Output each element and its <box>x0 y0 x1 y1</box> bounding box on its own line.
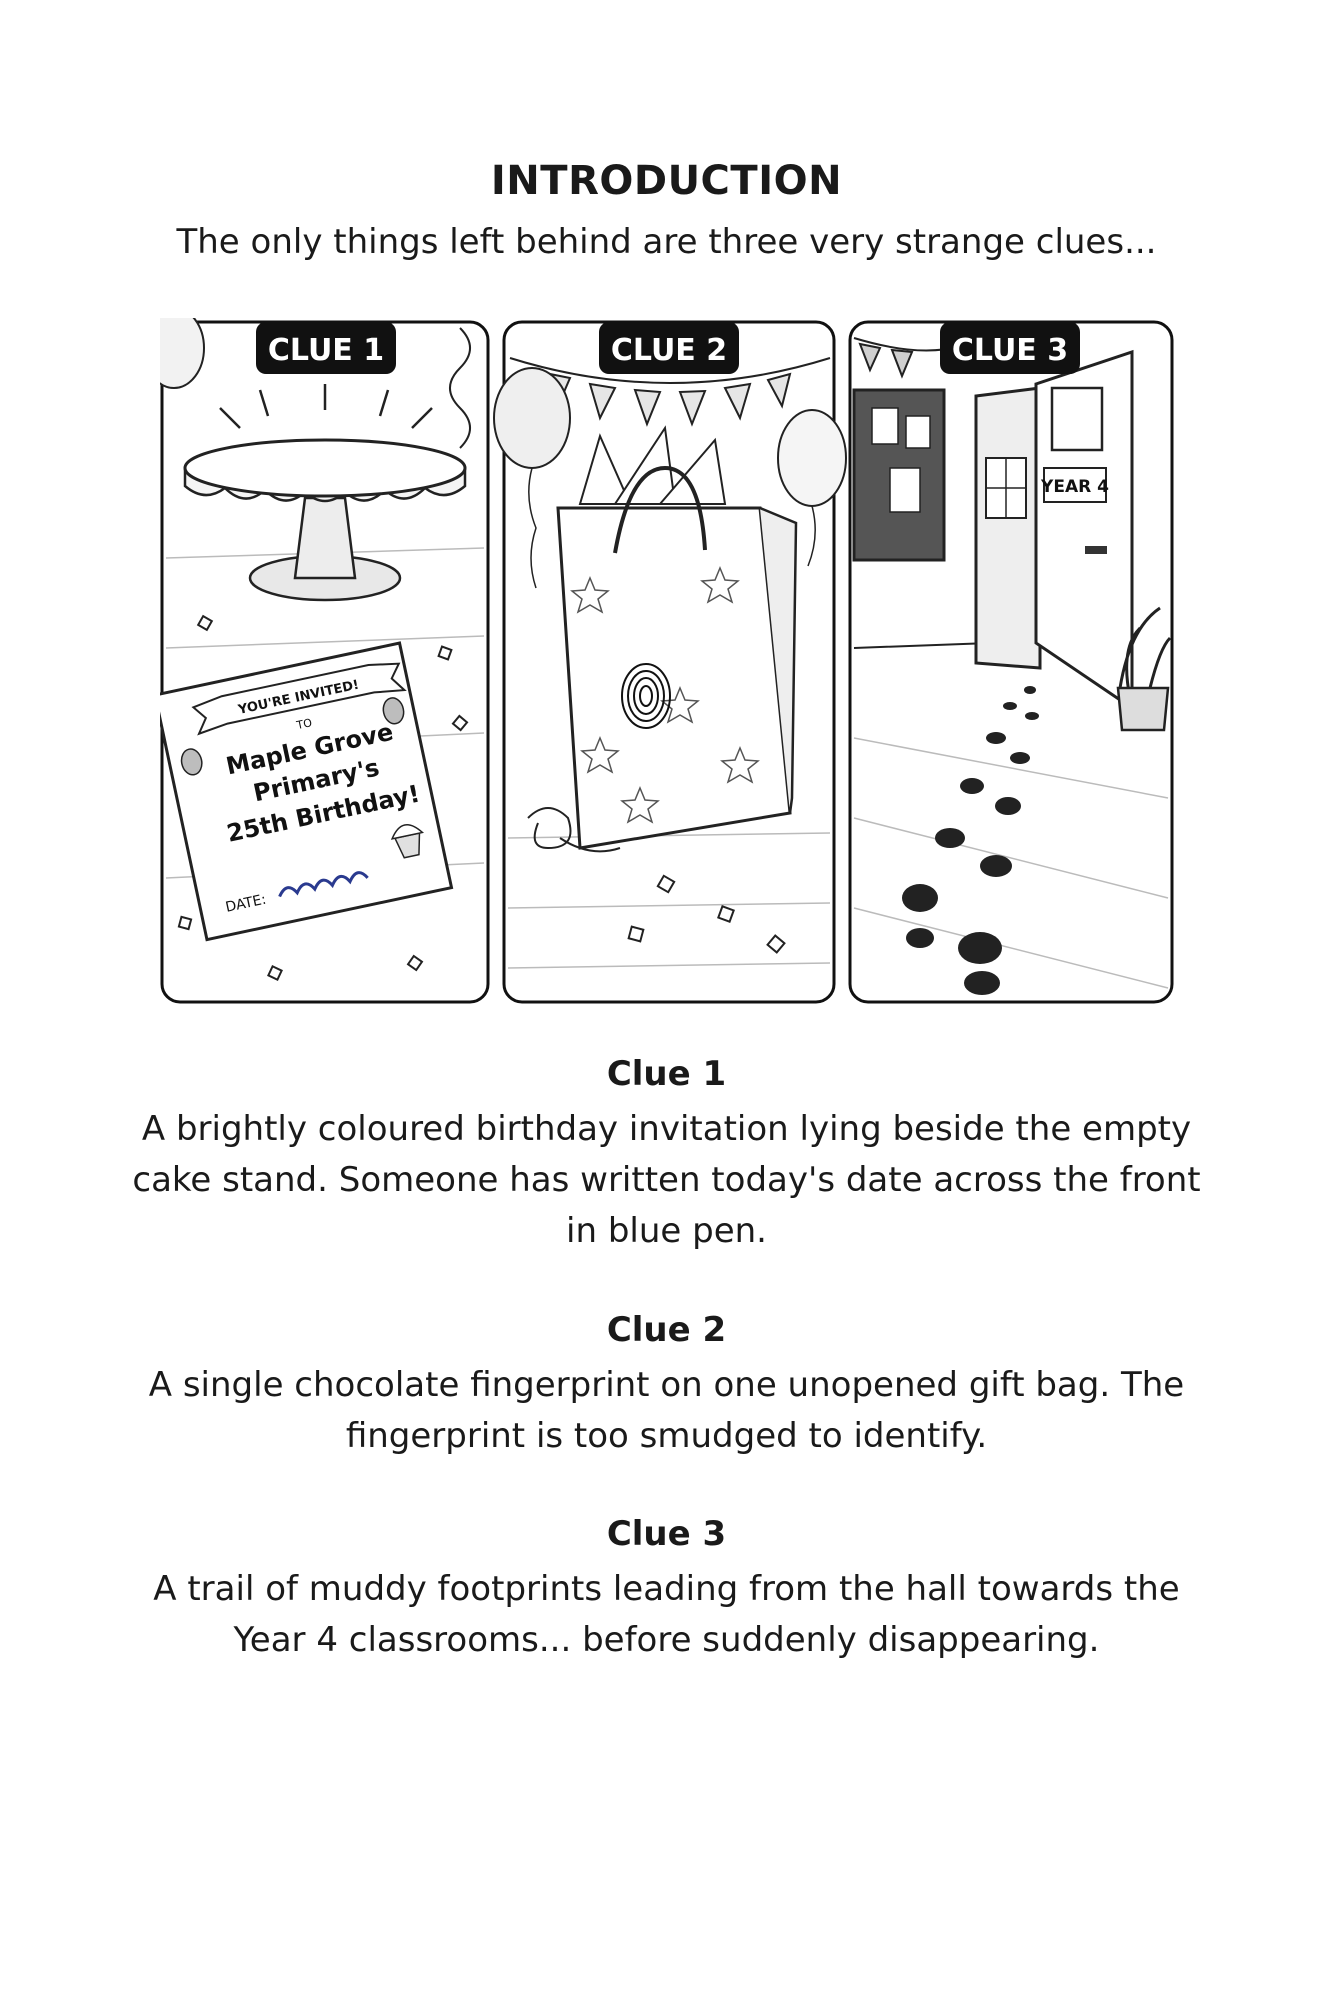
intro-heading: INTRODUCTION <box>490 158 843 204</box>
chocolate-fingerprint <box>621 663 671 729</box>
clue-3-section: Clue 3 A trail of muddy footprints leadi… <box>130 1512 1203 1666</box>
clue-1-badge: CLUE 1 <box>256 322 396 374</box>
year-4-door-sign: YEAR 4 <box>1040 477 1109 497</box>
clue-3-title: Clue 3 <box>606 1514 727 1554</box>
muddy-footprints <box>902 686 1039 995</box>
clue-3-panel: YEAR 4 <box>848 320 1174 1004</box>
blue-pen-scribble <box>278 871 369 898</box>
clue-2-text: A single chocolate fingerprint on one un… <box>148 1365 1185 1456</box>
intro-lead: The only things left behind are three ve… <box>176 222 1157 262</box>
clue-2-panel <box>493 320 847 1004</box>
clue-2-badge: CLUE 2 <box>599 322 739 374</box>
notice-board <box>852 388 946 562</box>
gift-bag <box>556 465 798 850</box>
clue-2-title: Clue 2 <box>606 1310 727 1350</box>
clue-3-badge: CLUE 3 <box>940 322 1080 374</box>
clues-illustration: YOU'RE INVITED! TO Maple Grove Primary's… <box>160 318 1174 1004</box>
clue-1-title: Clue 1 <box>606 1054 727 1094</box>
cake-stand <box>183 438 467 602</box>
invitation-to: TO <box>294 716 313 732</box>
clue-2-section: Clue 2 A single chocolate fingerprint on… <box>130 1308 1203 1462</box>
birthday-invitation: YOU'RE INVITED! TO Maple Grove Primary's… <box>160 641 454 942</box>
clue-1-badge-label: CLUE 1 <box>268 333 384 368</box>
clue-3-text: A trail of muddy footprints leading from… <box>153 1569 1180 1660</box>
clue-1-panel: YOU'RE INVITED! TO Maple Grove Primary's… <box>160 318 490 1004</box>
clue-2-badge-label: CLUE 2 <box>611 333 727 368</box>
clue-1-section: Clue 1 A brightly coloured birthday invi… <box>130 1052 1203 1257</box>
clue-3-badge-label: CLUE 3 <box>952 333 1068 368</box>
classroom-doorway: YEAR 4 <box>974 349 1134 711</box>
clue-1-text: A brightly coloured birthday invitation … <box>132 1109 1201 1251</box>
